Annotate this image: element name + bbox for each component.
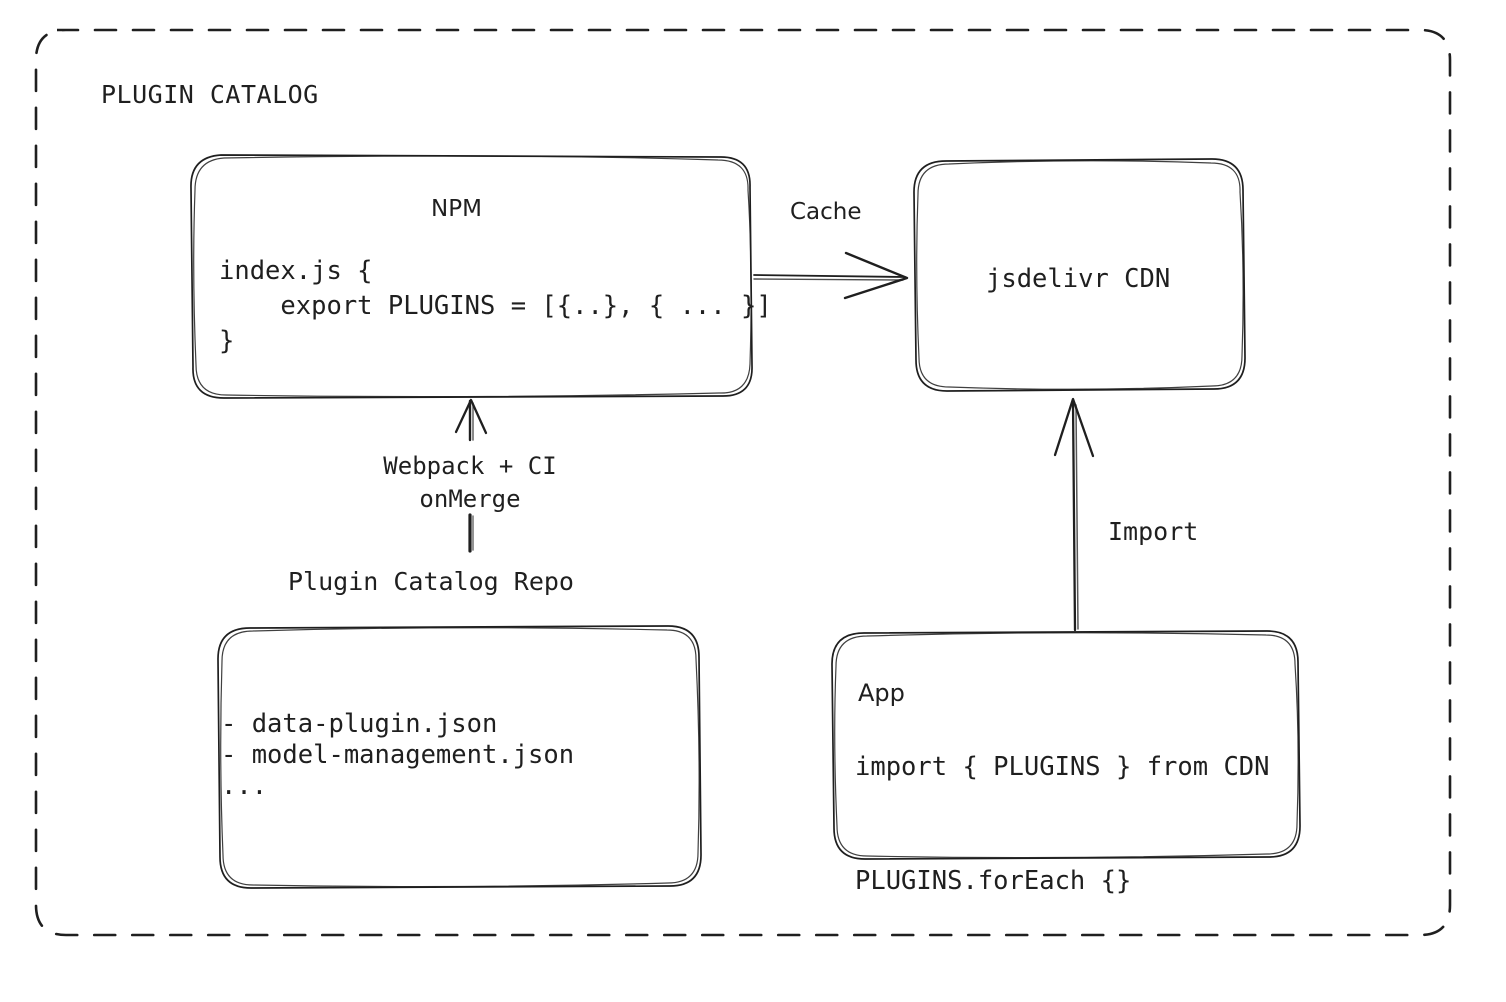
npm-heading: NPM xyxy=(431,196,482,222)
edge-arrow-cache xyxy=(753,251,909,300)
jsdelivr-cdn-label: jsdelivr CDN xyxy=(986,264,1171,294)
app-code-block: import { PLUGINS } from CDN PLUGINS.forE… xyxy=(855,752,1270,896)
build-edge-label: Webpack + CI onMerge xyxy=(383,452,557,513)
edge-arrow-import xyxy=(1053,397,1095,632)
cache-edge-label: Cache xyxy=(790,199,862,225)
group-title: PLUGIN CATALOG xyxy=(101,80,319,109)
npm-code-block: index.js { export PLUGINS = [{..}, { ...… xyxy=(219,256,772,356)
plugin-catalog-repo-caption: Plugin Catalog Repo xyxy=(288,567,574,596)
import-edge-label: Import xyxy=(1108,517,1199,546)
plugin-catalog-repo-file-list: - data-plugin.json - model-management.js… xyxy=(221,709,575,801)
app-heading: App xyxy=(858,679,905,707)
